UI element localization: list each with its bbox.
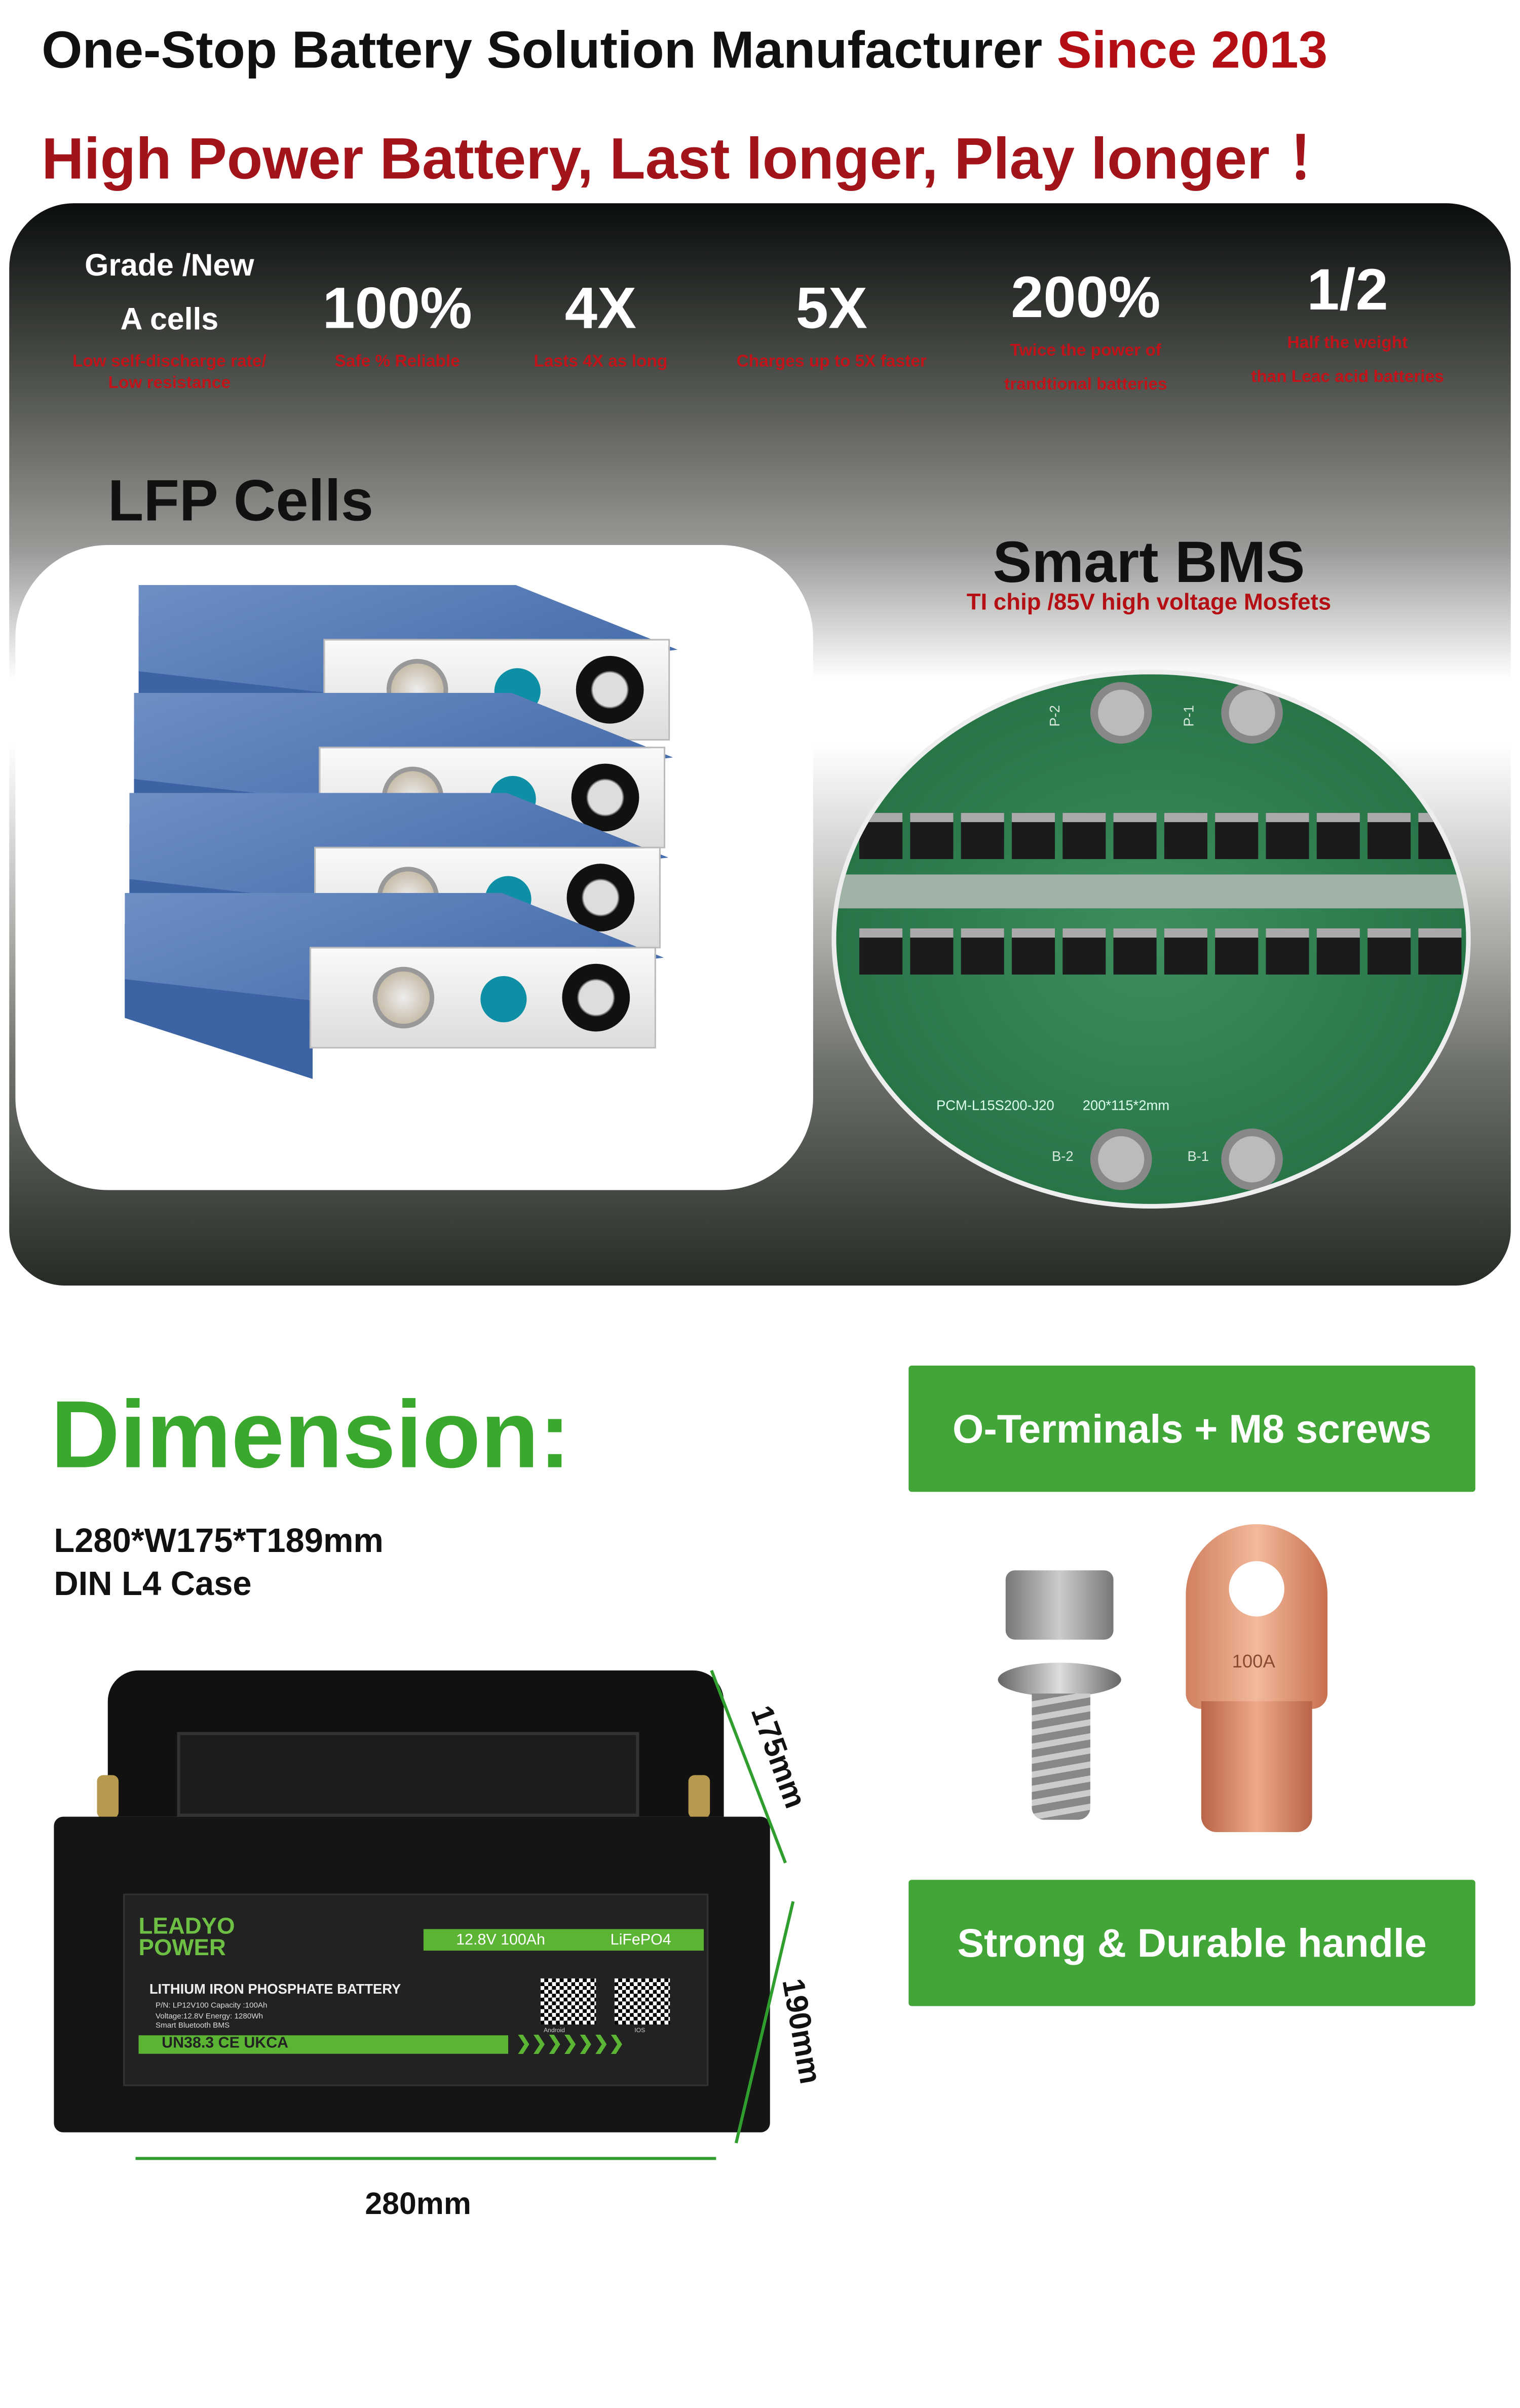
board-size-text: 200*115*2mm (1082, 1098, 1170, 1113)
mosfet-chip (1316, 928, 1360, 975)
chevron-icons: ❯❯❯❯❯❯❯ (516, 2032, 625, 2054)
mosfet-chip (1164, 928, 1207, 975)
pad-label-b2: B-2 (1051, 1148, 1074, 1164)
length-label: 280mm (365, 2188, 471, 2222)
lfp-title: LFP Cells (107, 470, 373, 534)
tagline: High Power Battery, Last longer, Play lo… (42, 128, 1345, 192)
terminals-banner: O-Terminals + M8 screws (908, 1366, 1475, 1492)
mosfet-chip (859, 812, 903, 860)
mosfet-chip (1113, 812, 1157, 860)
bms-subtitle: TI chip /85V high voltage Mosfets (966, 590, 1332, 616)
mosfet-chip (1011, 928, 1055, 975)
mosfet-chip (1367, 928, 1411, 975)
mosfet-chip (1316, 812, 1360, 860)
copper-lug-image: 100A (1186, 1524, 1328, 1833)
mosfet-chip (1266, 928, 1309, 975)
cert-strip: UN38.3 CE UKCA (138, 2035, 509, 2054)
lug-rating-text: 100A (1232, 1650, 1275, 1672)
mosfet-chip (961, 812, 1004, 860)
battery-type: LITHIUM IRON PHOSPHATE BATTERY (149, 1981, 401, 1997)
android-qr-code (540, 1978, 596, 2025)
dimension-size: L280*W175*T189mm (54, 1521, 384, 1560)
mosfet-chip (1266, 812, 1309, 860)
mosfet-chip (1164, 812, 1207, 860)
bms-board-image: PCM-L15S200-J20 200*115*2mm P-2 P-1 B-2 … (831, 670, 1471, 1209)
lfp-cell (125, 892, 664, 1079)
mosfet-chip (1113, 928, 1157, 975)
pad-label-b1: B-1 (1187, 1148, 1209, 1164)
mosfet-chip (1011, 812, 1055, 860)
headline: One-Stop Battery Solution Manufacturer S… (42, 21, 1328, 81)
mosfet-chip (1062, 812, 1106, 860)
m8-screw-image (998, 1570, 1121, 1824)
mosfet-chip (961, 928, 1004, 975)
mosfet-chip (1367, 812, 1411, 860)
mosfet-chip (910, 812, 954, 860)
ios-qr-code (614, 1978, 670, 2025)
dimension-case: DIN L4 Case (54, 1564, 252, 1603)
mosfet-chip (1215, 812, 1259, 860)
mosfet-chip (859, 928, 903, 975)
handle-banner: Strong & Durable handle (908, 1880, 1475, 2006)
lfp-cell (138, 585, 678, 771)
bms-title: Smart BMS (993, 531, 1305, 596)
mosfet-chip (1215, 928, 1259, 975)
mosfet-chip (1062, 928, 1106, 975)
mosfet-chip (910, 928, 954, 975)
stat-reliable: 100%Safe % Reliable (322, 277, 472, 371)
mosfet-chip (1418, 812, 1462, 860)
board-model-text: PCM-L15S200-J20 (936, 1098, 1054, 1113)
dimension-title: Dimension: (51, 1382, 571, 1489)
mosfet-chip (1418, 928, 1462, 975)
